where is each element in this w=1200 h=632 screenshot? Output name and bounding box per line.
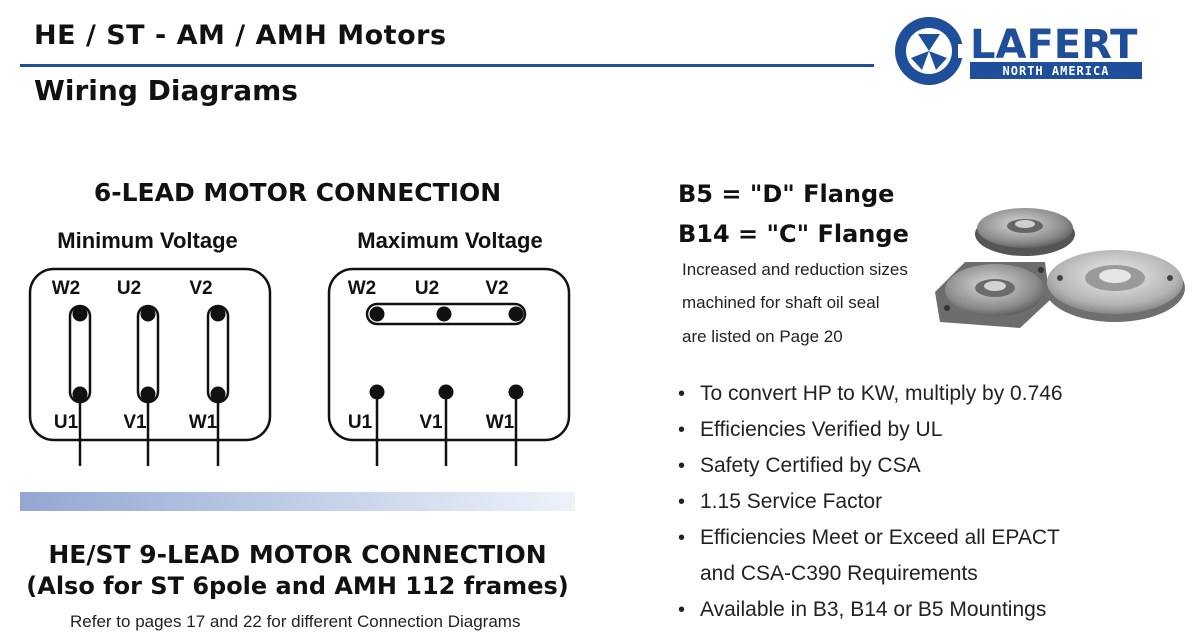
terminal-label-w2: W2 bbox=[52, 278, 81, 299]
terminal-label-v1: V1 bbox=[123, 412, 147, 433]
terminal-label-u2: U2 bbox=[117, 278, 141, 299]
nine-lead-subheading: (Also for ST 6pole and AMH 112 frames) bbox=[26, 572, 569, 600]
flange-c-icon bbox=[935, 262, 1050, 328]
feature-item: Efficiencies Meet or Exceed all EPACT bbox=[676, 520, 1176, 556]
feature-list: To convert HP to KW, multiply by 0.746 E… bbox=[676, 376, 1176, 628]
terminal-label-u1: U1 bbox=[54, 412, 79, 433]
flange-photo bbox=[935, 208, 1185, 328]
six-lead-heading: 6-LEAD MOTOR CONNECTION bbox=[93, 178, 502, 207]
title-rule bbox=[20, 64, 874, 67]
b14-flange-label: B14 = "C" Flange bbox=[678, 220, 909, 248]
feature-item: Available in B3, B14 or B5 Mountings bbox=[676, 592, 1176, 628]
flange-note-line: are listed on Page 20 bbox=[682, 327, 843, 346]
flange-note-line: machined for shaft oil seal bbox=[682, 293, 880, 312]
terminal-box bbox=[28, 267, 272, 442]
page-subtitle: Wiring Diagrams bbox=[34, 74, 298, 107]
maximum-voltage-diagram: W2 U2 V2 U1 V1 W1 bbox=[327, 267, 571, 466]
link-bar bbox=[365, 302, 527, 326]
flange-note-line: Increased and reduction sizes bbox=[682, 260, 908, 279]
feature-item: To convert HP to KW, multiply by 0.746 bbox=[676, 376, 1176, 412]
maximum-voltage-label: Maximum Voltage bbox=[357, 228, 543, 253]
lafert-logo: LAFERT NORTH AMERICA bbox=[895, 17, 1142, 85]
feature-item-continued: and CSA-C390 Requirements bbox=[700, 562, 978, 585]
section-divider bbox=[20, 492, 575, 511]
feature-item: Efficiencies Verified by UL bbox=[676, 412, 1176, 448]
flange-large-icon bbox=[1045, 250, 1185, 322]
b5-flange-label: B5 = "D" Flange bbox=[678, 180, 895, 208]
nine-lead-heading: HE/ST 9-LEAD MOTOR CONNECTION bbox=[48, 540, 547, 569]
terminal-label-w1: W1 bbox=[189, 412, 218, 433]
terminal-label-u1: U1 bbox=[348, 412, 373, 433]
terminal-box bbox=[327, 267, 571, 442]
lafert-emblem-icon bbox=[895, 17, 968, 85]
minimum-voltage-label: Minimum Voltage bbox=[57, 228, 238, 253]
minimum-voltage-diagram: W2 U2 V2 U1 V1 W1 bbox=[28, 267, 272, 466]
refer-note: Refer to pages 17 and 22 for different C… bbox=[70, 612, 521, 631]
terminal-label-u2: U2 bbox=[415, 278, 439, 299]
logo-tagline: NORTH AMERICA bbox=[1003, 64, 1110, 78]
page-title: HE / ST - AM / AMH Motors bbox=[34, 20, 447, 51]
terminal-label-w1: W1 bbox=[486, 412, 515, 433]
terminal-label-w2: W2 bbox=[348, 278, 377, 299]
flange-d-icon bbox=[975, 208, 1075, 256]
logo-brand: LAFERT bbox=[970, 22, 1138, 68]
feature-item: 1.15 Service Factor bbox=[676, 484, 1176, 520]
terminal-label-v2: V2 bbox=[485, 278, 508, 299]
feature-item: Safety Certified by CSA bbox=[676, 448, 1176, 484]
terminal-label-v2: V2 bbox=[189, 278, 212, 299]
terminal-label-v1: V1 bbox=[419, 412, 443, 433]
